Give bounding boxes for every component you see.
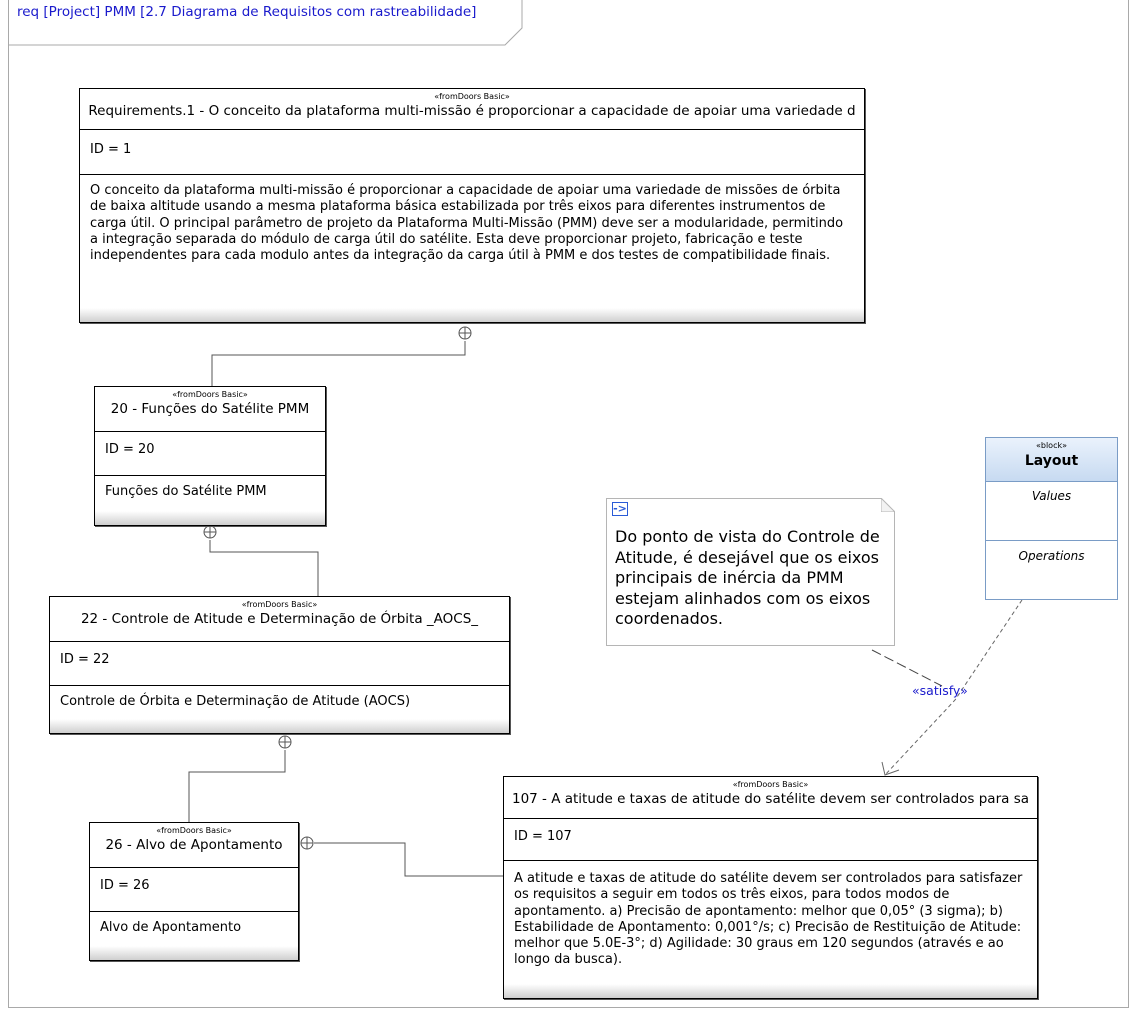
- requirement-id: ID = 20: [95, 432, 325, 476]
- diagram-frame: [8, 0, 1129, 1008]
- block-stereotype: «block»: [1035, 441, 1067, 450]
- requirement-id: ID = 1: [80, 130, 864, 175]
- stereotype-label: «fromDoors Basic»: [241, 600, 318, 609]
- containment-line-20-22: [209, 540, 319, 596]
- requirement-107[interactable]: «fromDoors Basic» 107 - A atitude e taxa…: [503, 776, 1038, 999]
- compartment-shade: [90, 946, 298, 960]
- requirement-name: 26 - Alvo de Apontamento: [105, 837, 283, 853]
- requirement-id: ID = 26: [90, 868, 298, 912]
- requirement-22[interactable]: «fromDoors Basic» 22 - Controle de Atitu…: [49, 596, 510, 734]
- requirement-20[interactable]: «fromDoors Basic» 20 - Funções do Satéli…: [94, 386, 326, 526]
- stereotype-label: «fromDoors Basic»: [172, 390, 248, 399]
- requirement-name: 22 - Controle de Atitude e Determinação …: [80, 611, 479, 627]
- stereotype-label: «fromDoors Basic»: [732, 780, 809, 789]
- stereotype-label: «fromDoors Basic»: [156, 826, 232, 835]
- requirement-text: Alvo de Apontamento: [100, 920, 242, 935]
- containment-line-26-107: [314, 842, 505, 877]
- requirement-id: ID = 22: [50, 642, 509, 686]
- requirement-1[interactable]: «fromDoors Basic» Requirements.1 - O con…: [79, 88, 865, 323]
- requirement-name: 20 - Funções do Satélite PMM: [110, 401, 310, 417]
- requirement-text: Controle de Órbita e Determinação de Ati…: [60, 694, 411, 709]
- note-text: Do ponto de vista do Controle de Atitude…: [615, 527, 880, 628]
- satisfy-dependency-line: [884, 599, 1023, 776]
- satisfy-label: «satisfy»: [912, 683, 968, 698]
- note-corner-fold: [881, 498, 895, 512]
- satisfy-arrowhead: [881, 761, 900, 776]
- containment-icon-1: [458, 326, 472, 340]
- compartment-shade: [95, 511, 325, 525]
- requirement-name: 107 - A atitude e taxas de atitude do sa…: [511, 791, 1030, 807]
- compartment-shade: [504, 984, 1037, 998]
- block-name: Layout: [1024, 453, 1079, 469]
- values-compartment: Values: [986, 482, 1117, 541]
- values-label: Values: [1031, 489, 1072, 503]
- block-layout[interactable]: «block» Layout Values Operations: [985, 437, 1118, 600]
- requirement-name: Requirements.1 - O conceito da plataform…: [88, 103, 856, 119]
- containment-icon-26: [300, 836, 314, 850]
- compartment-shade: [50, 719, 509, 733]
- containment-icon-22: [278, 735, 292, 749]
- compartment-shade: [80, 308, 864, 322]
- requirement-text: Funções do Satélite PMM: [105, 484, 267, 499]
- requirement-26[interactable]: «fromDoors Basic» 26 - Alvo de Apontamen…: [89, 822, 299, 961]
- operations-compartment: Operations: [986, 541, 1117, 563]
- note-anchor-line: [871, 649, 943, 687]
- requirement-id: ID = 107: [504, 819, 1037, 861]
- containment-line-1-20: [211, 341, 466, 386]
- frame-title: req [Project] PMM [2.7 Diagrama de Requi…: [17, 4, 477, 20]
- containment-icon-20: [203, 525, 217, 539]
- operations-label: Operations: [1018, 549, 1085, 563]
- requirement-text: O conceito da plataforma multi-missão é …: [90, 183, 844, 264]
- comment-note[interactable]: Do ponto de vista do Controle de Atitude…: [606, 498, 895, 646]
- containment-line-22-26: [188, 750, 286, 822]
- requirement-text: A atitude e taxas de atitude do satélite…: [514, 871, 1023, 968]
- frame-tab: [8, 0, 523, 46]
- stereotype-label: «fromDoors Basic»: [434, 92, 510, 101]
- rationale-icon: ->: [612, 502, 628, 516]
